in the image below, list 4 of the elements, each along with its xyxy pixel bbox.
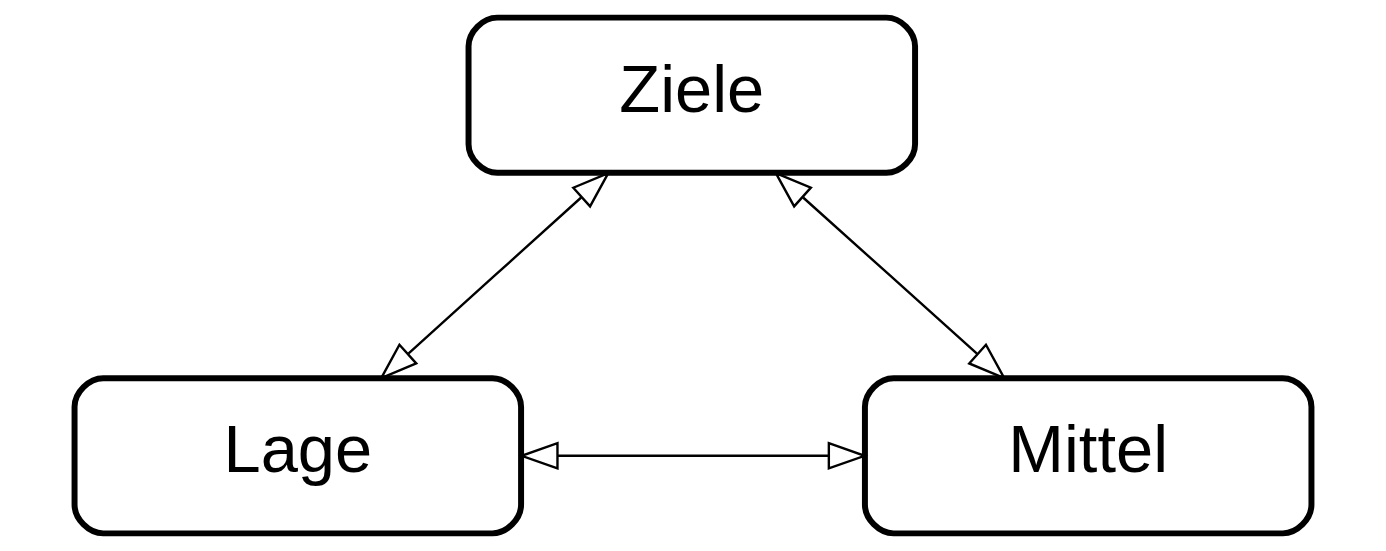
arrow	[518, 441, 869, 470]
node-box: Lage	[71, 375, 525, 537]
node-box: Mittel	[861, 375, 1315, 537]
node-box: Ziele	[465, 14, 919, 176]
